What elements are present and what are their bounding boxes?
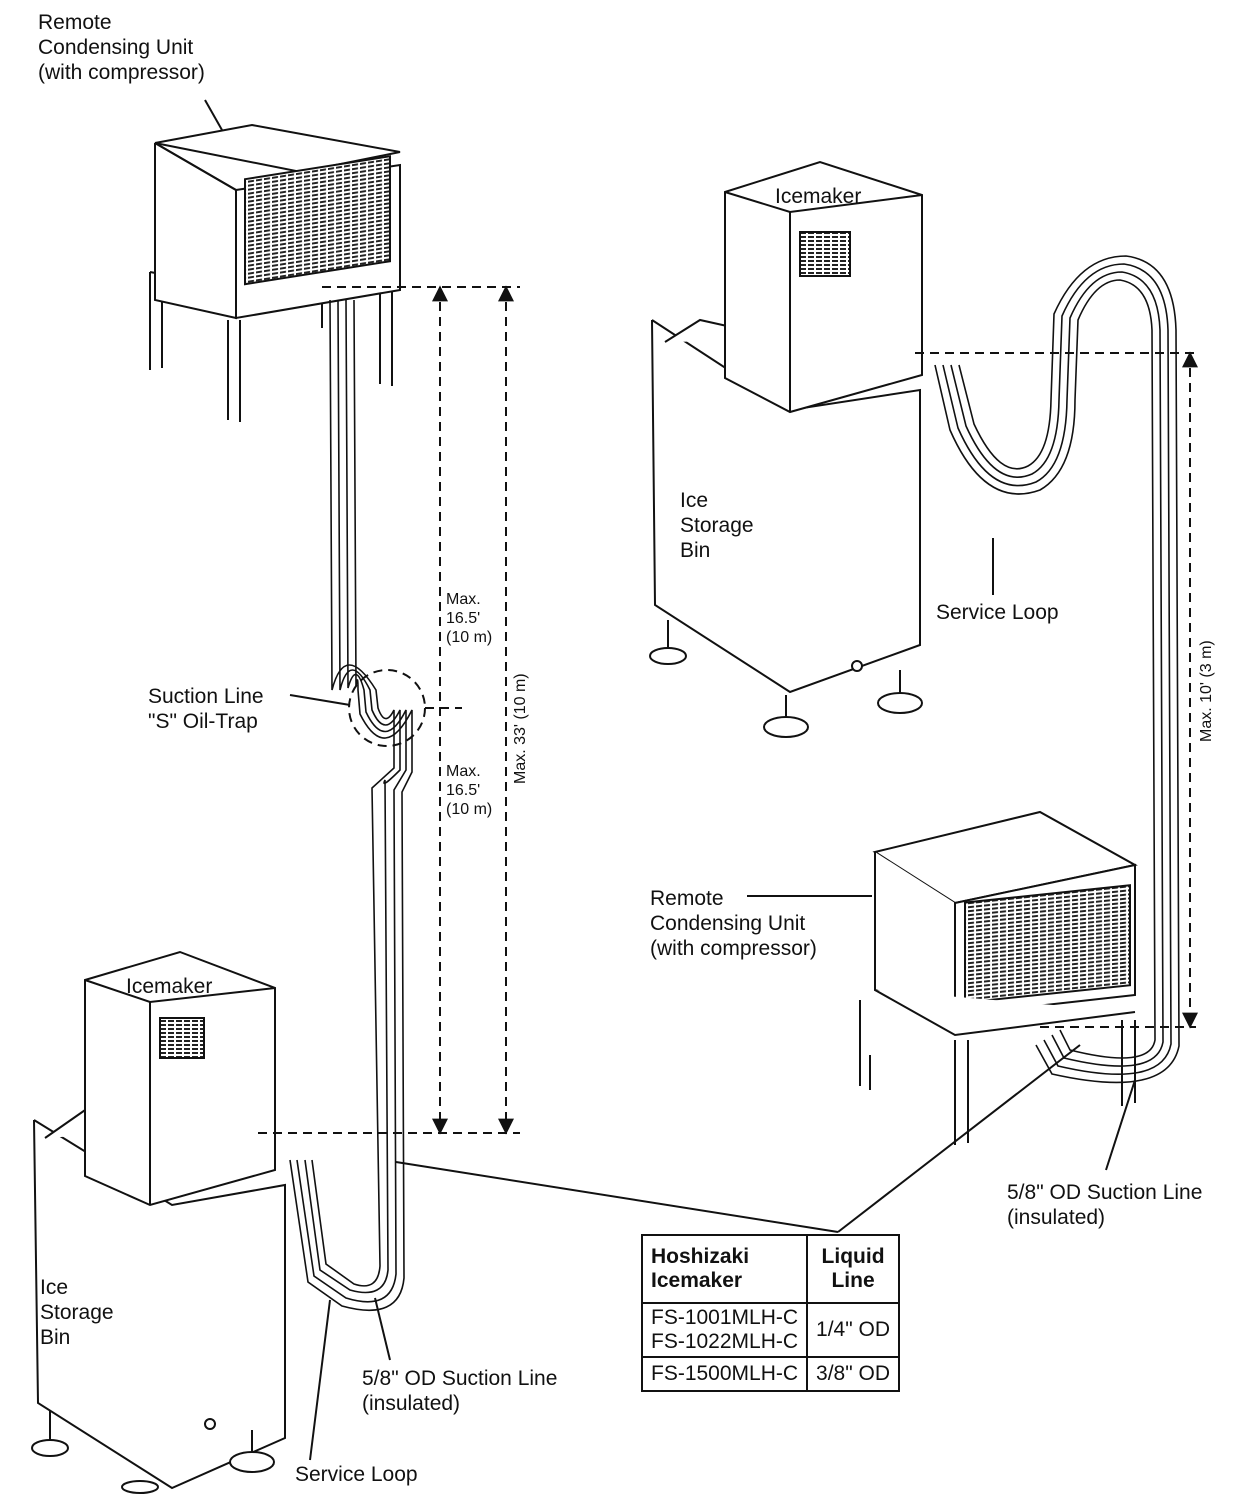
suction-left-label: 5/8" OD Suction Line (insulated): [362, 1367, 558, 1415]
icemaker-right-label: Icemaker: [775, 185, 862, 208]
condensing-unit-top: [149, 123, 401, 422]
leader-lines: [204, 99, 1136, 1461]
icemaker-bin-left: [31, 950, 286, 1494]
bin-left-label: Ice Storage Bin: [40, 1276, 114, 1349]
icemaker-left-label: Icemaker: [126, 975, 213, 998]
icemaker-bin-right: [649, 160, 923, 738]
max-33-label: Max. 33' (10 m): [512, 673, 529, 784]
oil-trap-label: Suction Line "S" Oil-Trap: [148, 685, 264, 733]
refrigerant-lines: [289, 255, 1180, 1311]
max-lower-label: Max. 16.5' (10 m): [446, 763, 493, 818]
liquid-line-table: Hoshizaki Icemaker Liquid Line FS-1001ML…: [640, 1234, 901, 1392]
service-loop-left-label: Service Loop: [295, 1463, 418, 1486]
condensing-unit-right: [859, 810, 1138, 1145]
table-row: FS-1500MLH-C 3/8" OD: [640, 1356, 901, 1392]
table-cell-line-size: 1/4" OD: [806, 1302, 901, 1358]
max-10-label: Max. 10' (3 m): [1198, 640, 1215, 742]
rcu-right-label: Remote Condensing Unit (with compressor): [650, 887, 817, 960]
table-cell-line-size: 3/8" OD: [806, 1356, 901, 1392]
rcu-top-label: Remote Condensing Unit (with compressor): [38, 11, 205, 84]
table-header-icemaker: Hoshizaki Icemaker: [640, 1234, 809, 1304]
model-name: FS-1001MLH-C: [651, 1306, 799, 1329]
service-loop-right-label: Service Loop: [936, 601, 1059, 624]
table-row: FS-1001MLH-C FS-1022MLH-C 1/4" OD: [640, 1302, 901, 1358]
table-cell-models: FS-1001MLH-C FS-1022MLH-C: [640, 1302, 809, 1358]
dimension-lines: [258, 285, 1198, 1135]
table-header-liquid-line: Liquid Line: [806, 1234, 901, 1304]
model-name: FS-1022MLH-C: [651, 1330, 799, 1353]
suction-right-label: 5/8" OD Suction Line (insulated): [1007, 1181, 1203, 1229]
table-cell-models: FS-1500MLH-C: [640, 1356, 809, 1392]
model-name: FS-1500MLH-C: [651, 1362, 799, 1385]
bin-right-label: Ice Storage Bin: [680, 489, 754, 562]
table-header-row: Hoshizaki Icemaker Liquid Line: [640, 1234, 901, 1304]
max-upper-label: Max. 16.5' (10 m): [446, 591, 493, 646]
